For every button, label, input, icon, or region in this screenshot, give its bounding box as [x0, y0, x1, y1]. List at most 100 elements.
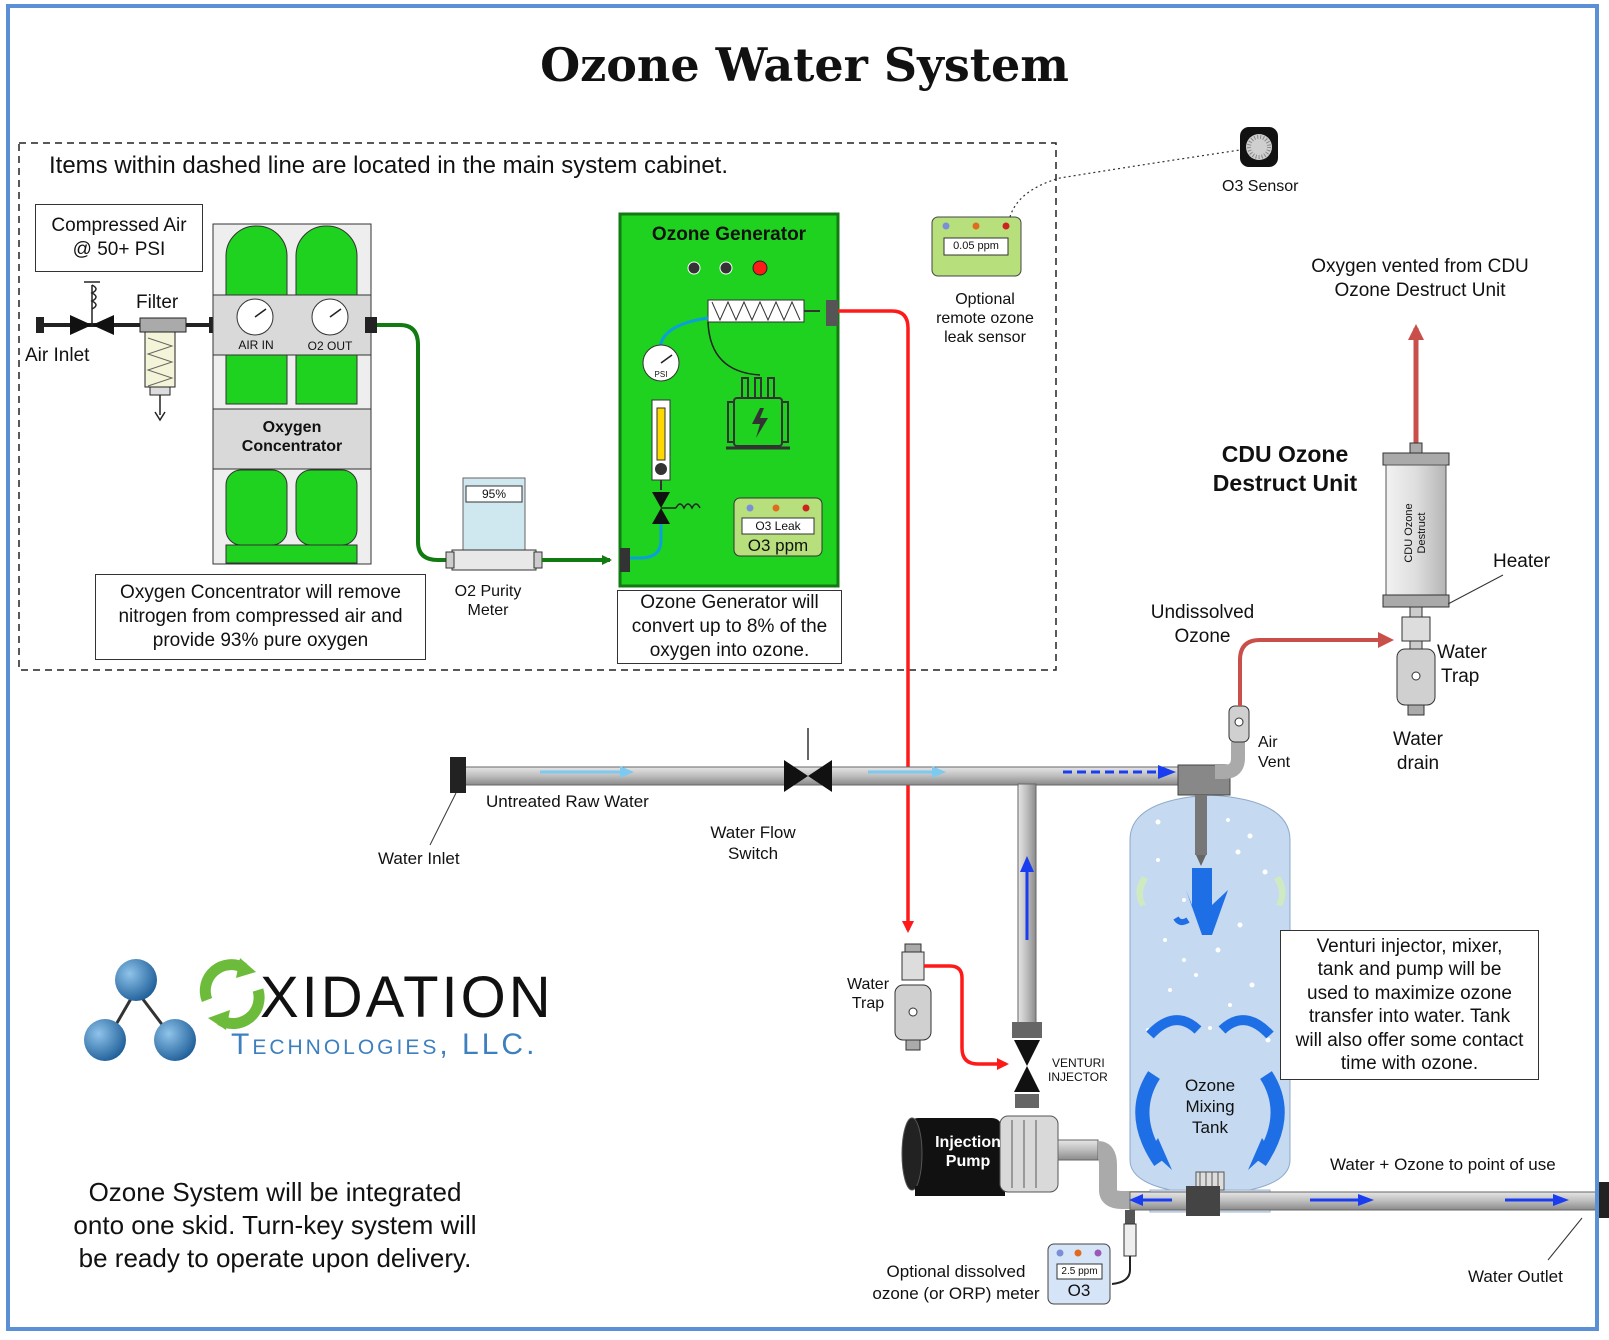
orp-reading: 2.5 ppm — [1061, 1266, 1098, 1277]
air-vent-label: Air Vent — [1258, 733, 1290, 773]
outlet-use-label: Water + Ozone to point of use — [1330, 1155, 1556, 1174]
oxygen-concentrator — [212, 223, 377, 565]
skid-note-line: onto one skid. Turn-key system will — [73, 1210, 477, 1240]
orp-display: O3 — [1067, 1281, 1091, 1300]
purity-label-line1: O2 Purity — [454, 583, 522, 600]
leak-sensor-reading: 0.05 ppm — [953, 240, 999, 252]
outlet-pipe — [1129, 1182, 1609, 1218]
air-vent-label-line: Air — [1258, 734, 1278, 751]
cabinet-boundary — [18, 142, 1057, 671]
raw-water-label: Untreated Raw Water — [486, 792, 649, 811]
cdu-vent-label: Oxygen vented from CDU Ozone Destruct Un… — [1295, 255, 1545, 303]
recirculation-pipe — [1012, 783, 1042, 1038]
generator-note-line: Ozone Generator will — [640, 592, 819, 613]
flow-switch — [784, 728, 832, 792]
flow-switch-label-line: Water Flow — [710, 823, 796, 842]
venturi-injector — [1014, 1040, 1040, 1108]
venturi-note-line: Venturi injector, mixer, — [1316, 935, 1503, 957]
compressed-air-line1: Compressed Air — [51, 215, 187, 236]
venturi-note-line: time with ozone. — [1340, 1053, 1479, 1074]
cdu-body-text: CDU Ozone Destruct — [1403, 468, 1429, 598]
orp-label-line: Optional dissolved — [886, 1262, 1026, 1281]
pump-label: Injection Pump — [928, 1133, 1008, 1171]
air-vent-label-line: Vent — [1258, 754, 1291, 771]
venturi-note-line: used to maximize ozone — [1307, 982, 1512, 1004]
o2-purity-meter — [445, 477, 543, 571]
air-in-gauge-label: AIR IN — [238, 338, 274, 352]
transformer-icon — [726, 377, 790, 450]
generator-note-line: oxygen into ozone. — [649, 640, 810, 661]
cdu-title-line: Destruct Unit — [1212, 470, 1358, 496]
cdu-body-line: CDU Ozone — [1403, 503, 1415, 563]
venturi-label: VENTURI INJECTOR — [1048, 1056, 1108, 1084]
venturi-label-line: INJECTOR — [1048, 1070, 1108, 1084]
compressed-air-box: Compressed Air@ 50+ PSI — [35, 204, 203, 272]
venturi-label-line: VENTURI — [1052, 1056, 1105, 1070]
o2-out-gauge-label: O2 OUT — [307, 339, 353, 353]
pump-label-line: Pump — [945, 1153, 991, 1170]
heater-label: Heater — [1493, 551, 1551, 572]
cdu-destruct-unit — [1382, 324, 1504, 716]
orp-meter — [1047, 1210, 1137, 1305]
concentrator-name-line1: Oxygen — [262, 419, 322, 436]
generator-title: Ozone Generator — [651, 224, 807, 245]
skid-note-line: be ready to operate upon delivery. — [78, 1243, 472, 1273]
undissolved-label-line: Ozone — [1174, 626, 1231, 647]
o3-sensor-icon — [1240, 127, 1278, 167]
filter-label: Filter — [136, 292, 179, 313]
cdu-body-line: Destruct — [1416, 512, 1428, 554]
concentrator-name-line2: Concentrator — [241, 438, 343, 455]
leak-sensor-label: Optional remote ozone leak sensor — [920, 290, 1050, 347]
skid-note: Ozone System will be integrated onto one… — [40, 1176, 510, 1275]
cabinet-note: Items within dashed line are located in … — [49, 152, 729, 179]
air-inlet-label: Air Inlet — [25, 345, 90, 366]
purity-meter-label: O2 Purity Meter — [444, 582, 532, 620]
purity-reading: 95% — [481, 487, 507, 501]
water-trap-small-line: Water — [846, 976, 890, 993]
orp-meter-label: Optional dissolved ozone (or ORP) meter — [866, 1261, 1046, 1305]
mixing-tank-label: Ozone Mixing Tank — [1160, 1075, 1260, 1138]
page-frame — [6, 4, 1599, 1331]
undissolved-ozone-line — [1238, 632, 1394, 706]
venturi-note-line: transfer into water. Tank — [1308, 1006, 1511, 1027]
injection-pump — [901, 1115, 1099, 1196]
logo-name: XIDATION — [260, 965, 554, 1030]
water-inlet-label: Water Inlet — [378, 849, 460, 868]
o3-sensor-label: O3 Sensor — [1222, 178, 1299, 195]
air-inlet-assembly — [36, 281, 218, 422]
water-trap-small-line: Trap — [851, 995, 885, 1012]
oxygen-line — [377, 323, 452, 562]
concentrator-note-line: nitrogen from compressed air and — [118, 606, 403, 627]
undissolved-ozone-label: Undissolved Ozone — [1140, 601, 1265, 649]
pump-return-pipe — [1097, 1141, 1190, 1209]
concentrator-note: Oxygen Concentrator will remove nitrogen… — [95, 574, 426, 660]
cdu-water-trap-label: Water Trap — [1437, 641, 1487, 689]
leak-sensor-label-line: leak sensor — [944, 329, 1026, 346]
cdu-water-trap-line: Trap — [1441, 666, 1480, 687]
venturi-note-line: tank and pump will be — [1317, 959, 1502, 980]
water-outlet-leader — [1547, 1217, 1583, 1261]
pump-label-line: Injection — [935, 1134, 1001, 1151]
page-title: Ozone Water System — [540, 38, 1069, 92]
purity-label-line2: Meter — [467, 602, 509, 619]
water-trap-small — [894, 943, 1009, 1070]
leak-sensor-label-line: Optional — [955, 291, 1015, 308]
mixing-tank-line: Mixing — [1185, 1097, 1235, 1116]
cdu-vent-label-line: Ozone Destruct Unit — [1334, 280, 1506, 301]
oxidation-logo-icon — [84, 958, 265, 1061]
generator-note-line: convert up to 8% of the — [631, 616, 828, 637]
generator-note: Ozone Generator will convert up to 8% of… — [617, 590, 842, 664]
leak-sensor-label-line: remote ozone — [936, 310, 1034, 327]
water-inlet-leader — [429, 792, 457, 846]
generator-leak-display: O3 Leak — [755, 519, 801, 533]
cdu-water-trap-line: Water — [1437, 642, 1487, 663]
water-outlet-label: Water Outlet — [1468, 1267, 1563, 1286]
mixing-tank-line: Tank — [1192, 1118, 1228, 1137]
concentrator-note-line: Oxygen Concentrator will remove — [120, 582, 401, 603]
water-drain-line: drain — [1396, 753, 1440, 774]
flow-switch-label-line: Switch — [727, 844, 779, 863]
psi-label: PSI — [654, 370, 668, 379]
generator-leak-label: O3 ppm — [747, 536, 809, 555]
